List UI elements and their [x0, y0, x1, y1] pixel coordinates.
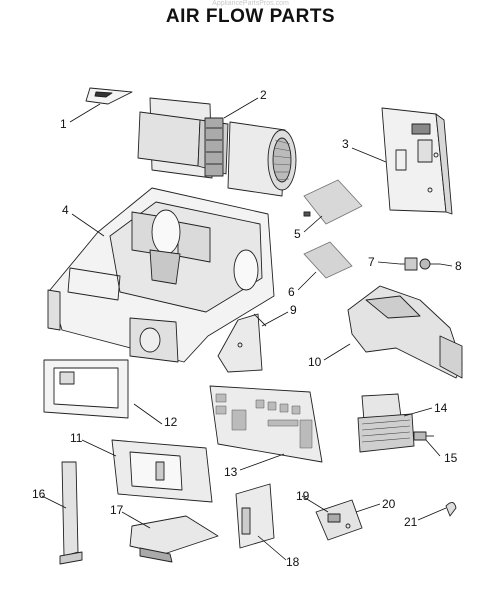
callout-2: 2: [260, 88, 267, 102]
callout-18: 18: [286, 555, 300, 569]
part-15-connector: [413, 431, 434, 441]
callout-21: 21: [404, 515, 418, 529]
callout-16: 16: [32, 487, 46, 501]
callout-12: 12: [164, 415, 178, 429]
part-5-filter-sheet: [303, 179, 363, 225]
part-8-lamp-bulb: [419, 258, 440, 270]
part-3-duct-panel: [381, 107, 453, 215]
part-4-airflow-housing: [47, 187, 275, 363]
callout-13: 13: [224, 465, 238, 479]
callout-7: 7: [368, 255, 375, 269]
part-10-duct-cover: [347, 285, 463, 379]
leader-lines: [41, 97, 453, 561]
callout-17: 17: [110, 503, 124, 517]
callout-9: 9: [290, 303, 297, 317]
watermark: AppliancePartsPros.com: [212, 0, 289, 7]
part-18-side-bracket: [235, 483, 275, 549]
callout-4: 4: [62, 203, 69, 217]
part-12-grille-frame: [43, 359, 129, 419]
part-9-bracket: [217, 313, 267, 373]
part-21-clip: [445, 502, 457, 517]
part-6-charcoal-filter: [303, 241, 353, 279]
part-16-rail: [59, 461, 83, 565]
callout-5: 5: [294, 227, 301, 241]
part-7-lamp-socket: [400, 257, 418, 271]
part-19-20-sensor-board: [315, 499, 363, 541]
callout-3: 3: [342, 137, 349, 151]
callout-6: 6: [288, 285, 295, 299]
part-13-control-board: [209, 385, 323, 463]
callout-15: 15: [444, 451, 458, 465]
part-14-transformer: [357, 393, 415, 453]
part-17-base-plate: [129, 515, 219, 563]
callout-1: 1: [60, 117, 67, 131]
callout-14: 14: [434, 401, 448, 415]
part-1-vent-tab: [85, 87, 133, 105]
callout-8: 8: [455, 259, 462, 273]
callout-20: 20: [382, 497, 396, 511]
callout-10: 10: [308, 355, 322, 369]
callout-11: 11: [70, 431, 83, 445]
part-11-shield-plate: [111, 439, 213, 503]
page-title: AIR FLOW PARTS: [165, 6, 336, 27]
callout-19: 19: [296, 489, 310, 503]
part-2-blower-motor: [137, 97, 297, 197]
